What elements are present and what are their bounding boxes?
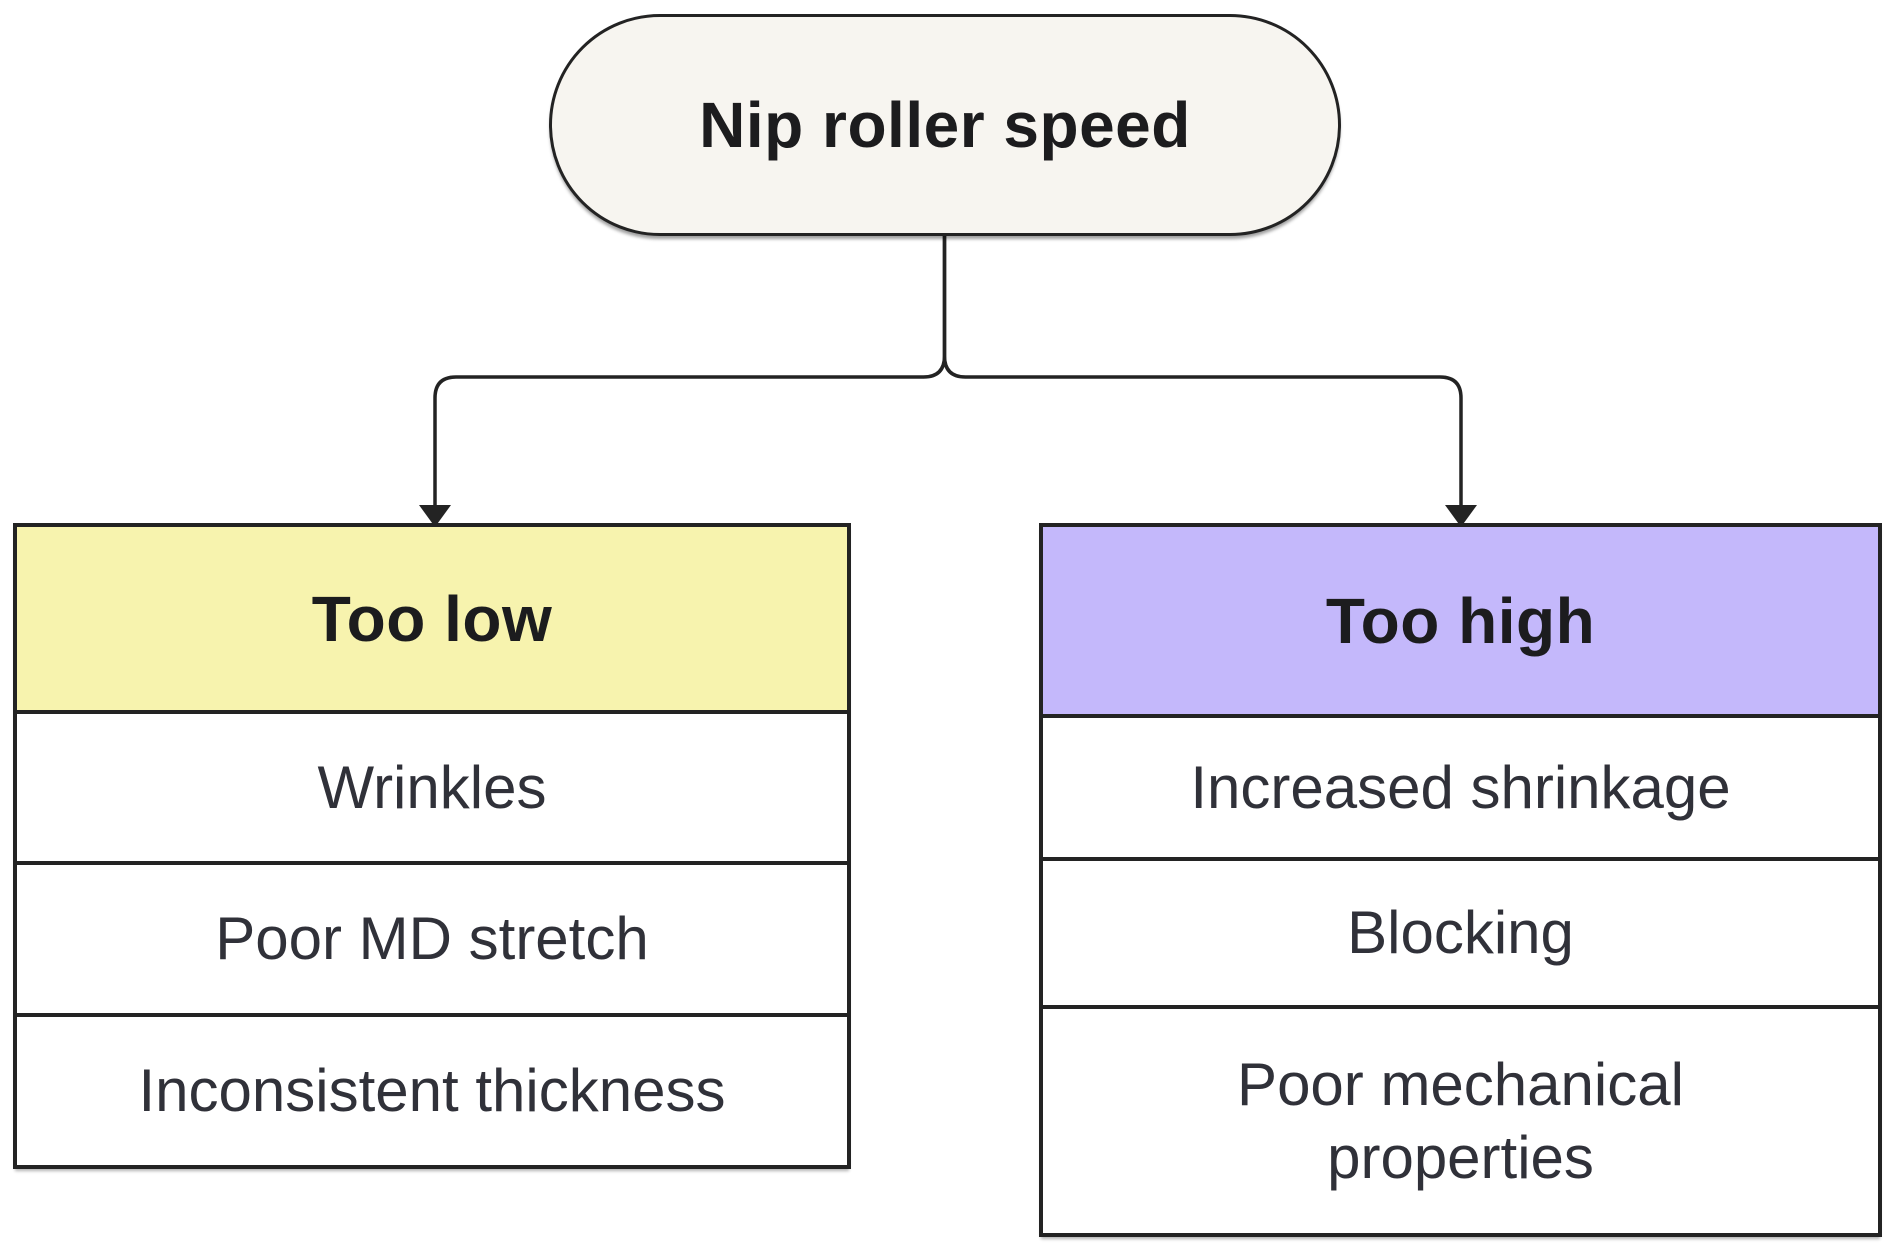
root-node: Nip roller speed xyxy=(549,14,1341,236)
branch-header-label: Too high xyxy=(1325,584,1596,657)
connector-left-branch xyxy=(433,236,947,507)
row-label: Poor MD stretch xyxy=(215,905,649,973)
branch-header-too-low: Too low xyxy=(17,527,847,710)
branch-table-too-high: Too high Increased shrinkage Blocking Po… xyxy=(1039,523,1882,1237)
row-label: Blocking xyxy=(1347,899,1574,967)
branch-header-too-high: Too high xyxy=(1043,527,1878,714)
connector-right-branch xyxy=(942,236,1463,507)
table-row: Blocking xyxy=(1043,857,1878,1005)
table-row: Wrinkles xyxy=(17,710,847,861)
row-label: Increased shrinkage xyxy=(1190,753,1731,821)
row-label: Wrinkles xyxy=(317,753,547,821)
branch-table-too-low: Too low Wrinkles Poor MD stretch Inconsi… xyxy=(13,523,851,1169)
table-row: Poor MD stretch xyxy=(17,861,847,1013)
row-label: Poor mechanical properties xyxy=(1237,1050,1684,1191)
row-label: Inconsistent thickness xyxy=(138,1057,726,1125)
branch-header-label: Too low xyxy=(311,582,553,655)
table-row: Inconsistent thickness xyxy=(17,1013,847,1165)
table-row: Poor mechanical properties xyxy=(1043,1005,1878,1233)
root-node-label: Nip roller speed xyxy=(699,89,1191,161)
table-row: Increased shrinkage xyxy=(1043,714,1878,857)
